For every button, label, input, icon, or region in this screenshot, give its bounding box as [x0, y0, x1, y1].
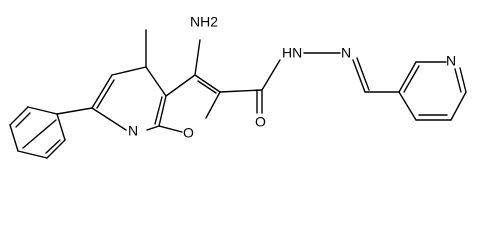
bond [194, 39, 201, 76]
bond [27, 106, 58, 115]
bond [356, 57, 370, 91]
bond [9, 124, 19, 152]
bond [158, 125, 183, 133]
imine-n-label: N [341, 45, 351, 61]
bond [46, 139, 66, 159]
pyridine-n-label: N [128, 123, 138, 139]
atom-labels: NH2 HN N O N O N [128, 14, 456, 141]
carbonyl-o-label: O [255, 114, 266, 130]
bond [352, 59, 366, 93]
bond [165, 74, 196, 97]
bond [398, 91, 417, 121]
bond [22, 119, 57, 149]
bond [91, 107, 127, 131]
bond [158, 95, 167, 127]
bond [145, 66, 167, 97]
bond [146, 125, 160, 131]
bond [197, 80, 217, 94]
furan-o-label: O [183, 125, 194, 141]
bond [111, 66, 147, 76]
bond [15, 112, 31, 128]
bond [450, 91, 467, 121]
bond [91, 74, 113, 109]
bond [205, 91, 221, 119]
bond [403, 65, 420, 93]
bond [261, 59, 281, 91]
bond [194, 74, 221, 93]
bond [56, 113, 66, 141]
bond [398, 61, 417, 93]
molecule-structure: NH2 HN N O N O N [9, 14, 467, 159]
bond [17, 150, 48, 159]
amino-group-label: NH2 [190, 14, 218, 30]
hydrazide-nh-label: HN [282, 45, 302, 61]
bond [45, 139, 61, 154]
bond-lines [9, 29, 467, 159]
pyridyl-n-label: N [446, 53, 456, 69]
bond [219, 89, 263, 93]
bond [9, 106, 29, 126]
bond [454, 68, 462, 93]
bond [459, 67, 467, 93]
bond [96, 79, 115, 109]
bond [154, 96, 163, 125]
bond [56, 107, 93, 115]
